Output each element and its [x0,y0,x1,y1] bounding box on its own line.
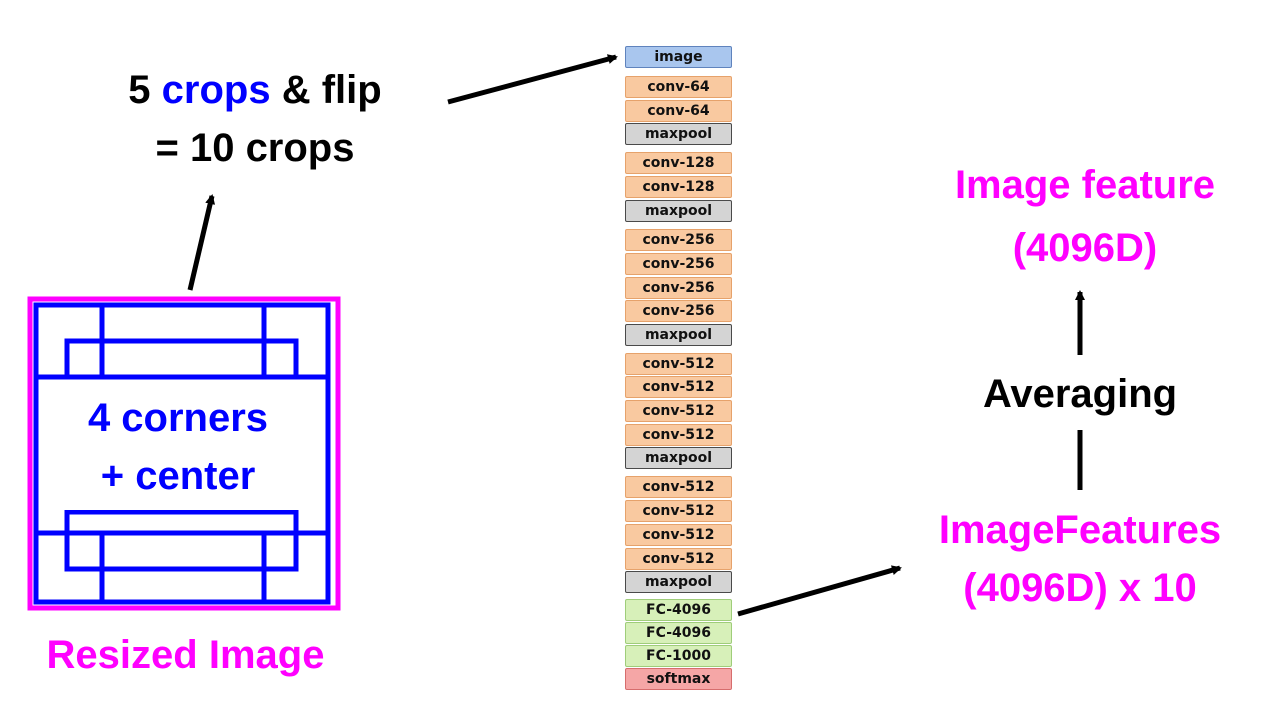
crops-count: 5 [128,68,151,112]
network-layer-fc: FC-1000 [625,645,732,667]
network-layer-conv: conv-512 [625,400,732,422]
network-layer-conv: conv-512 [625,476,732,498]
center-text: + center [100,454,256,498]
network-layer-conv: conv-512 [625,376,732,398]
image-feature-dim: (4096D) [1012,226,1158,270]
network-layer-conv: conv-512 [625,353,732,375]
crops-label-line1: 5 crops & flip [40,70,470,110]
crops-word: crops [161,68,271,112]
network-layer-conv: conv-256 [625,277,732,299]
network-layer-conv: conv-64 [625,100,732,122]
network-layer-conv: conv-256 [625,300,732,322]
network-layer-fc: FC-4096 [625,599,732,621]
flip-text: & flip [281,68,382,112]
image-feature-label: Image feature [954,163,1216,207]
network-layer-maxpool: maxpool [625,447,732,469]
network-layer-conv: conv-256 [625,229,732,251]
crop-center-area [39,380,325,510]
network-layer-maxpool: maxpool [625,200,732,222]
network-layer-conv: conv-64 [625,76,732,98]
arrow-image-to-crops-label [187,194,216,291]
crop-center-bottom [64,509,299,572]
crops-label-line2: = 10 crops [155,126,355,170]
arrow-network-to-features [737,565,902,617]
network-layer-conv: conv-128 [625,152,732,174]
network-layer-softmax: softmax [625,668,732,690]
network-layer-conv: conv-512 [625,500,732,522]
crop-center-top [64,338,299,380]
network-layer-conv: conv-128 [625,176,732,198]
network-layer-conv: conv-512 [625,548,732,570]
image-features-label: ImageFeatures [938,508,1222,552]
network-layer-maxpool: maxpool [625,123,732,145]
corners-text: 4 corners [87,396,269,440]
network-layer-maxpool: maxpool [625,324,732,346]
averaging-label: Averaging [982,372,1178,416]
resized-image-caption: Resized Image [46,633,325,677]
resized-image-border [27,296,341,611]
network-layer-conv: conv-256 [625,253,732,275]
network-layer-conv: conv-512 [625,524,732,546]
network-layer-image: image [625,46,732,68]
network-layer-fc: FC-4096 [625,622,732,644]
arrow-crops-to-network [447,54,618,105]
network-layer-conv: conv-512 [625,424,732,446]
image-features-dim: (4096D) x 10 [963,566,1197,610]
network-layer-maxpool: maxpool [625,571,732,593]
